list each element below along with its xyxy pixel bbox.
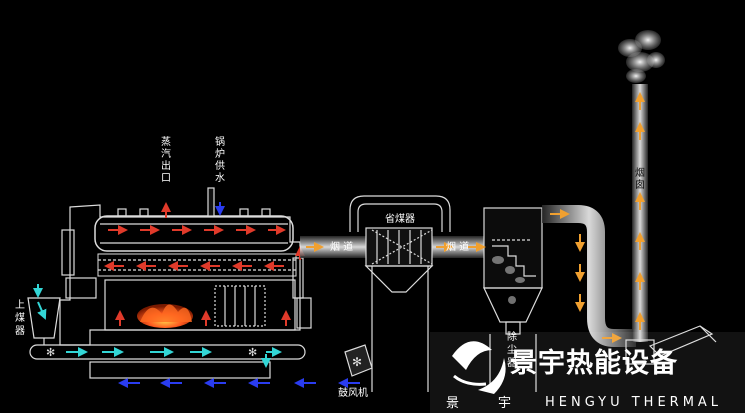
svg-text:炉: 炉 — [215, 148, 225, 160]
svg-text:锅: 锅 — [215, 136, 225, 148]
chimney-smoke — [618, 30, 665, 83]
svg-text:汽: 汽 — [161, 147, 171, 160]
label-dust-collector: 除 尘 器 — [507, 330, 517, 369]
coal-hopper — [27, 297, 61, 345]
label-boiler-feedwater: 锅 炉 供 水 — [215, 136, 225, 184]
chimney-duct — [542, 205, 636, 347]
label-coal-feed: 上 煤 器 — [15, 299, 25, 337]
svg-text:除: 除 — [507, 330, 517, 343]
svg-text:器: 器 — [507, 357, 517, 369]
label-flue-2: 烟 道 — [446, 240, 469, 253]
svg-text:煤: 煤 — [15, 311, 25, 324]
svg-text:供: 供 — [215, 159, 225, 172]
dust-collector — [483, 207, 543, 392]
svg-text:水: 水 — [215, 172, 225, 184]
svg-text:尘: 尘 — [507, 344, 517, 356]
brand-prefix-2: 宇 — [498, 396, 511, 411]
svg-text:囱: 囱 — [635, 178, 645, 191]
flue-duct-2 — [430, 236, 486, 258]
drum-flow-arrows — [104, 225, 305, 326]
flue-duct-1 — [300, 236, 368, 258]
brand-name-zh: 景宇热能设备 — [510, 347, 678, 379]
svg-text:✻: ✻ — [46, 346, 55, 359]
coal-flow-arrows — [33, 284, 282, 368]
blower-fan — [344, 344, 373, 377]
svg-text:✻: ✻ — [248, 346, 257, 359]
brand-logo-icon — [452, 341, 506, 394]
svg-text:✻: ✻ — [352, 355, 362, 369]
boiler — [59, 187, 312, 346]
svg-text:口: 口 — [161, 173, 171, 184]
economizer — [349, 195, 451, 392]
dust-smoke — [492, 256, 525, 304]
svg-text:出: 出 — [161, 159, 171, 172]
svg-text:器: 器 — [15, 325, 25, 337]
brand-prefix-1: 景 — [446, 396, 459, 411]
label-economizer: 省煤器 — [385, 212, 415, 225]
label-blower: 鼓风机 — [338, 386, 368, 399]
flue-flow-arrows — [306, 209, 622, 343]
brand-name-en: HENGYU THERMAL — [545, 395, 722, 410]
svg-text:上: 上 — [15, 299, 25, 311]
brand-watermark: 景宇热能设备 景 宇 HENGYU THERMAL — [430, 332, 745, 413]
label-chimney: 烟 囱 — [635, 166, 645, 191]
svg-text:烟: 烟 — [635, 166, 645, 179]
svg-text:蒸: 蒸 — [161, 136, 171, 148]
label-flue-1: 烟 道 — [330, 240, 353, 253]
label-steam-outlet: 蒸 汽 出 口 — [161, 136, 171, 184]
chain-grate — [29, 344, 306, 379]
